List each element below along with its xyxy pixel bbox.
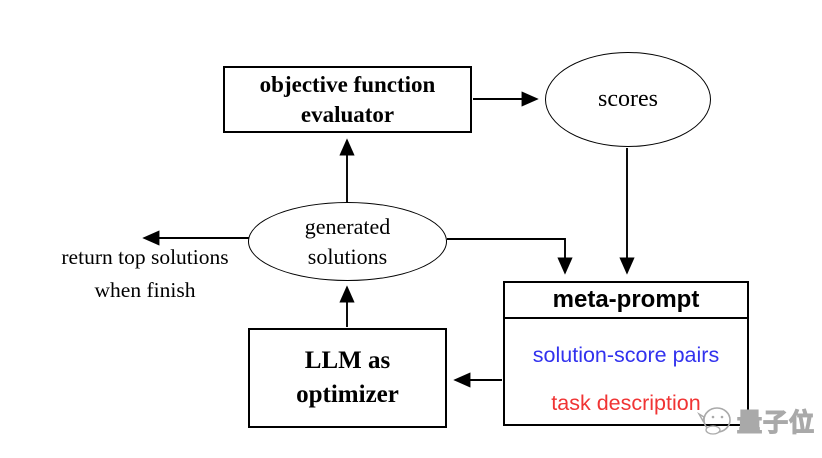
meta-prompt-title: meta-prompt: [505, 283, 747, 319]
generated-solutions-label-line2: solutions: [307, 243, 388, 269]
node-llm-as-optimizer: LLM as optimizer: [248, 328, 447, 428]
evaluator-label-line2: evaluator: [300, 101, 395, 127]
generated-solutions-label-line1: generated: [304, 213, 391, 239]
llm-label-line2: optimizer: [296, 381, 399, 408]
scores-label: scores: [598, 86, 658, 112]
evaluator-label-line1: objective function: [259, 71, 436, 97]
return-note: return top solutions when finish: [28, 241, 262, 307]
meta-prompt-solution-score-pairs: solution-score pairs: [532, 343, 720, 367]
return-note-line1: return top solutions: [61, 245, 229, 269]
node-meta-prompt: meta-prompt solution-score pairs task de…: [503, 281, 749, 426]
node-generated-solutions: generated solutions: [248, 202, 447, 281]
arrow-generated-to-metaprompt: [447, 238, 573, 275]
meta-prompt-task-description: task description: [551, 391, 701, 415]
return-note-line2: when finish: [94, 278, 196, 302]
llm-label-line1: LLM as: [304, 347, 391, 374]
node-scores: scores: [545, 52, 711, 147]
node-objective-function-evaluator: objective function evaluator: [223, 66, 472, 133]
